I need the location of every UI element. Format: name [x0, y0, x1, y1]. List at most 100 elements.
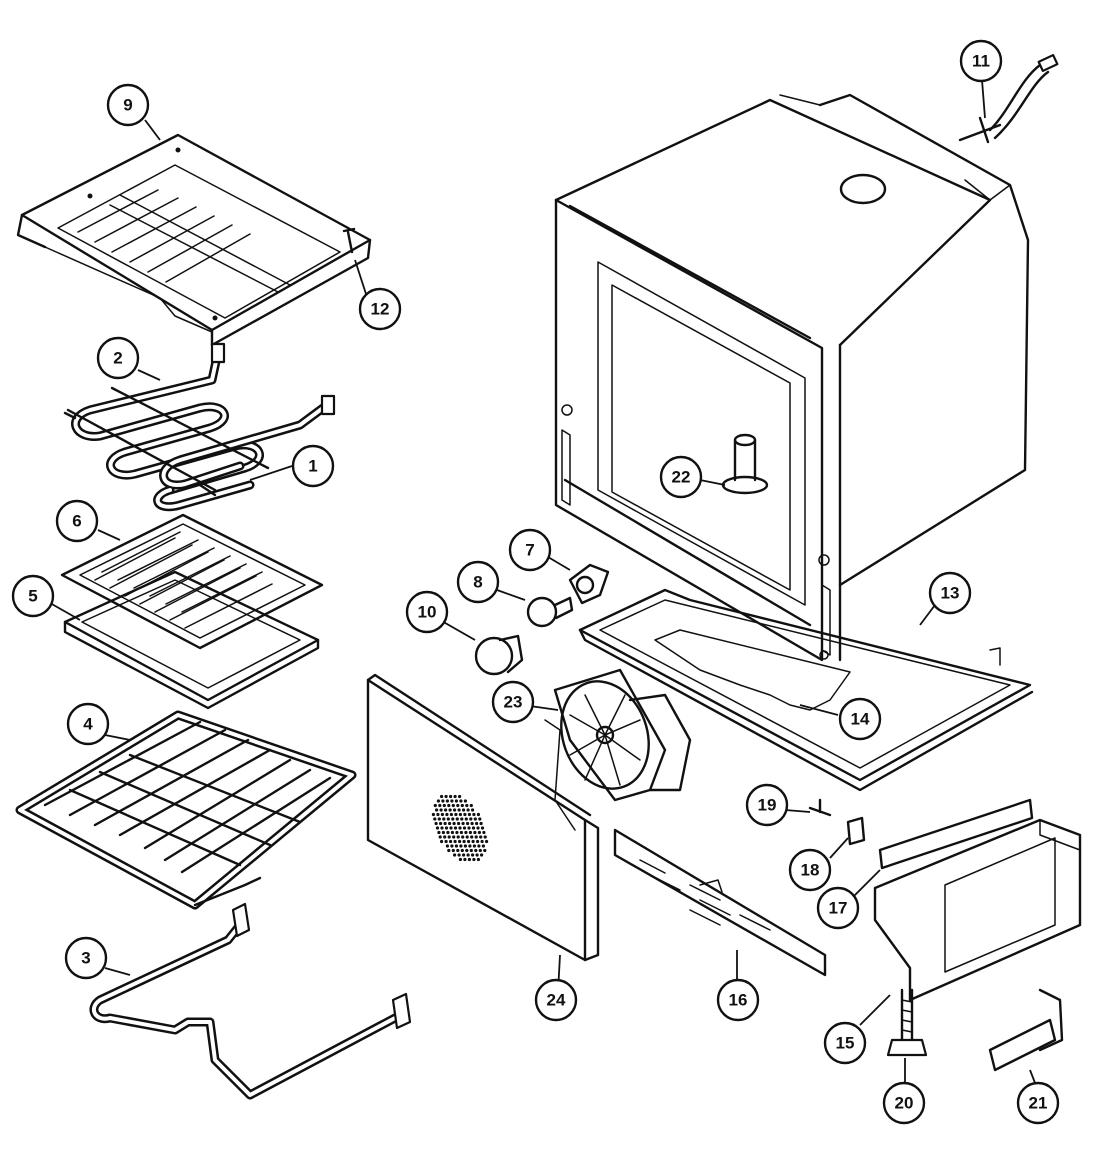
vent-hole: [459, 799, 463, 803]
part-21-anti-tip-bracket: [988, 988, 1064, 1072]
vent-hole: [452, 835, 456, 839]
vent-hole: [467, 857, 471, 862]
callout-4: 4: [66, 702, 110, 746]
vent-hole: [440, 839, 444, 844]
vent-hole: [467, 826, 471, 830]
vent-hole: [476, 857, 480, 862]
vent-hole: [458, 839, 462, 844]
vent-hole: [448, 821, 452, 826]
vent-hole: [471, 853, 475, 857]
vent-hole: [440, 794, 444, 799]
part-14-insulation: [654, 629, 851, 711]
vent-hole: [474, 835, 478, 839]
vent-hole: [471, 839, 475, 844]
vent-hole: [469, 817, 473, 821]
part-18-clip: [846, 816, 866, 846]
vent-hole: [436, 799, 440, 803]
vent-hole: [442, 817, 446, 821]
callout-1: 1: [291, 444, 335, 488]
vent-hole: [437, 817, 441, 821]
part-19-screw: [808, 798, 832, 817]
callout-10: 10: [405, 590, 449, 634]
vent-hole: [465, 835, 469, 839]
vent-hole: [445, 799, 449, 803]
rear-panel-vent-holes: [431, 794, 489, 862]
callout-15: 15: [823, 1021, 867, 1065]
vent-hole: [438, 803, 442, 808]
vent-hole: [460, 817, 464, 821]
vent-hole: [451, 817, 455, 821]
svg-text:13: 13: [941, 584, 960, 603]
callout-6: 6: [55, 499, 99, 543]
vent-hole: [457, 821, 461, 826]
callout-16: 16: [716, 978, 760, 1022]
vent-hole: [459, 844, 463, 848]
callout-21: 21: [1016, 1081, 1060, 1125]
vent-hole: [438, 835, 442, 839]
svg-text:11: 11: [972, 52, 990, 71]
vent-hole: [450, 799, 454, 803]
callout-13: 13: [928, 571, 972, 615]
vent-hole: [441, 830, 445, 835]
vent-hole: [461, 821, 465, 826]
vent-hole: [470, 835, 474, 839]
vent-hole: [458, 857, 462, 862]
vent-hole: [464, 830, 468, 835]
vent-hole: [431, 812, 435, 817]
vent-hole: [444, 826, 449, 830]
vent-hole: [456, 835, 460, 839]
vent-hole: [456, 803, 460, 808]
vent-hole: [459, 830, 463, 835]
part-15-drawer-side: [873, 818, 1082, 1002]
part-17-bracket: [878, 798, 1034, 870]
vent-hole: [453, 853, 457, 857]
vent-hole: [435, 808, 439, 812]
vent-hole: [433, 803, 437, 808]
vent-hole: [447, 835, 451, 839]
svg-text:24: 24: [547, 991, 566, 1010]
callout-7: 7: [508, 528, 552, 572]
vent-hole: [460, 848, 464, 853]
vent-hole: [483, 835, 487, 839]
vent-hole: [473, 817, 477, 821]
leader-lines: [49, 79, 1038, 1089]
vent-hole: [443, 835, 447, 839]
part-5-broil-pan: [63, 570, 320, 710]
part-4-oven-rack: [15, 710, 357, 910]
svg-text:16: 16: [729, 991, 748, 1010]
vent-hole: [458, 812, 462, 817]
vent-hole: [480, 853, 484, 857]
vent-hole: [480, 839, 484, 844]
callout-23: 23: [491, 680, 535, 724]
callout-19: 19: [745, 783, 789, 827]
callout-20: 20: [882, 1081, 926, 1125]
vent-hole: [467, 812, 471, 817]
vent-hole: [477, 844, 481, 848]
vent-hole: [455, 817, 459, 821]
part-1-broil-element: [63, 386, 336, 512]
vent-hole: [436, 812, 440, 817]
vent-hole: [454, 812, 458, 817]
vent-hole: [448, 808, 452, 812]
vent-hole: [462, 853, 466, 857]
vent-hole: [476, 839, 480, 844]
vent-hole: [435, 826, 440, 830]
vent-hole: [481, 844, 485, 848]
vent-hole: [462, 808, 466, 812]
part-10-light-lens: [474, 634, 524, 676]
vent-hole: [473, 830, 477, 835]
vent-hole: [442, 803, 446, 808]
svg-text:1: 1: [308, 457, 317, 476]
callout-11: 11: [959, 39, 1003, 83]
part-23-convection-fan: [553, 668, 692, 802]
part-2-broil-element: [71, 342, 264, 495]
vent-hole: [463, 799, 467, 803]
vent-hole: [451, 803, 455, 808]
vent-hole: [463, 844, 467, 848]
vent-hole: [451, 848, 455, 853]
vent-hole: [478, 817, 482, 821]
vent-hole: [446, 830, 450, 835]
vent-hole: [485, 839, 489, 844]
callout-2: 2: [96, 336, 140, 380]
vent-hole: [450, 844, 454, 848]
